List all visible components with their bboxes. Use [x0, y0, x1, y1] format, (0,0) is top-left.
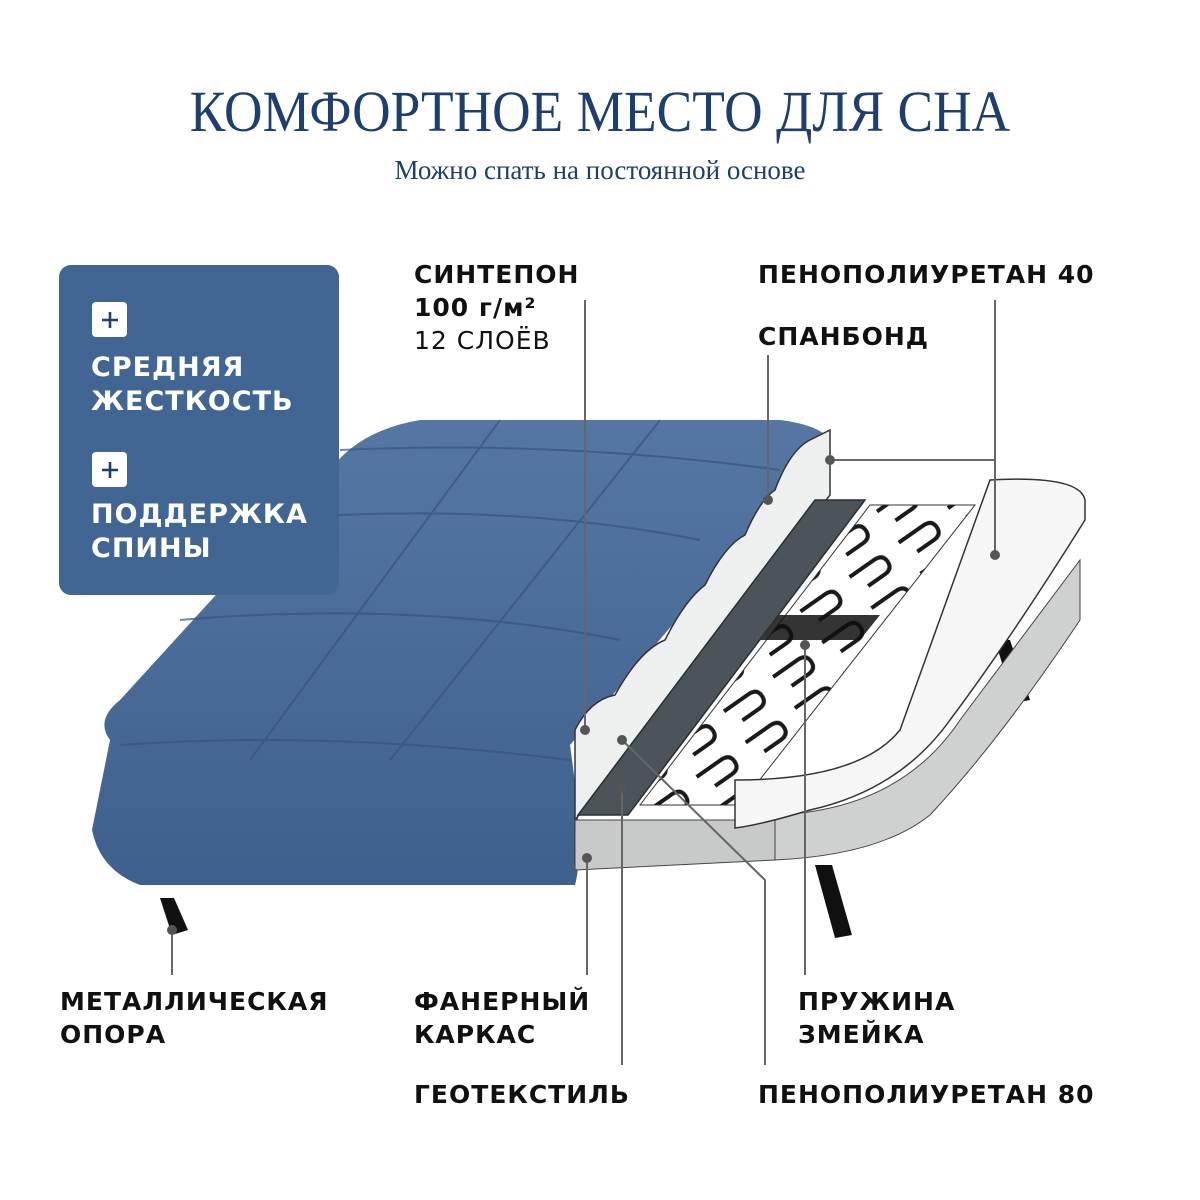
- callout-line: КАРКАС: [414, 1020, 537, 1049]
- page-subtitle: Можно спать на постоянной основе: [394, 155, 806, 185]
- callout-line: ЗМЕЙКА: [798, 1020, 925, 1049]
- leg-front-right: [815, 865, 852, 938]
- page-title: КОМФОРТНОЕ МЕСТО ДЛЯ СНА: [189, 79, 1011, 144]
- callout-ppu80: ПЕНОПОЛИУРЕТАН 80: [758, 1080, 1095, 1109]
- callout-snake-spring: ПРУЖИНА ЗМЕЙКА: [798, 985, 955, 1051]
- feature-line: ПОДДЕРЖКА: [91, 499, 308, 530]
- callout-line: МЕТАЛЛИЧЕСКАЯ: [60, 987, 329, 1016]
- callout-line: 100 г/м²: [414, 293, 537, 322]
- feature-medium-firmness: СРЕДНЯЯ ЖЕСТКОСТЬ: [91, 351, 294, 419]
- feature-back-support: ПОДДЕРЖКА СПИНЫ: [91, 498, 308, 566]
- feature-line: СРЕДНЯЯ: [91, 352, 245, 383]
- snake-springs: [638, 504, 977, 806]
- callout-line: ПРУЖИНА: [798, 987, 956, 1016]
- callout-line: ФАНЕРНЫЙ: [414, 987, 591, 1016]
- leg-front-left: [160, 898, 188, 935]
- features-panel: СРЕДНЯЯ ЖЕСТКОСТЬ ПОДДЕРЖКА СПИНЫ: [59, 265, 339, 595]
- callout-spanbond: СПАНБОНД: [758, 322, 930, 351]
- callout-plywood-frame: ФАНЕРНЫЙ КАРКАС: [414, 985, 590, 1051]
- foam-ppu40-slab: [734, 478, 1086, 829]
- foam-cut-section: [574, 428, 831, 865]
- callout-sintepon: СИНТЕПОН 100 г/м² 12 СЛОЁВ: [414, 258, 579, 357]
- callout-line: 12 СЛОЁВ: [414, 326, 551, 355]
- callout-geotextile: ГЕОТЕКСТИЛЬ: [414, 1080, 630, 1109]
- callout-ppu40: ПЕНОПОЛИУРЕТАН 40: [758, 260, 1095, 289]
- plywood-frame: [574, 819, 776, 871]
- plus-icon: [92, 302, 127, 337]
- plus-icon: [92, 452, 127, 487]
- callout-line: СИНТЕПОН: [414, 260, 580, 289]
- feature-line: ЖЕСТКОСТЬ: [91, 386, 294, 417]
- callout-line: ОПОРА: [60, 1020, 167, 1049]
- feature-line: СПИНЫ: [91, 533, 212, 564]
- geotextile-strip: [576, 499, 867, 816]
- callout-metal-leg: МЕТАЛЛИЧЕСКАЯ ОПОРА: [60, 985, 328, 1051]
